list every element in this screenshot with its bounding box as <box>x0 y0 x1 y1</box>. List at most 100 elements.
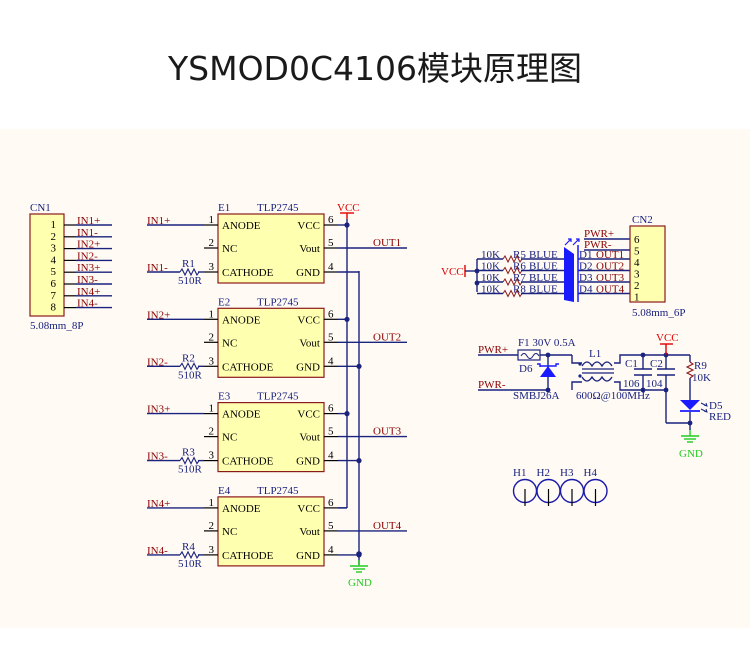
opto-pin-number: 6 <box>328 214 334 226</box>
opto-out-label: OUT1 <box>373 237 401 249</box>
opto-pin-name: ANODE <box>222 314 261 326</box>
opto-part: TLP2745 <box>257 391 299 403</box>
opto-pin-name: VCC <box>297 314 320 326</box>
cn2-pin-number: 4 <box>634 257 640 269</box>
opto-pin-name: VCC <box>297 220 320 232</box>
cn1-pin-number: 3 <box>51 243 57 255</box>
cn1-pin-number: 7 <box>51 290 57 302</box>
r9-icon <box>685 361 695 379</box>
led-resistor-ref: R6 <box>513 261 526 273</box>
opto-ref: E3 <box>218 391 231 403</box>
opto-body <box>217 213 325 284</box>
cn1-pin-number: 6 <box>51 278 57 290</box>
resistor-value: 510R <box>178 369 203 381</box>
resistor-ref: R3 <box>182 447 195 459</box>
opto-pin-number: 6 <box>328 497 334 509</box>
led-resistor-ref: R5 <box>513 249 526 261</box>
opto-pin-name: ANODE <box>222 220 261 232</box>
opto-pin-name: CATHODE <box>222 550 274 562</box>
cn2-ref: CN2 <box>632 214 653 226</box>
led-resistor-value: 10K <box>481 284 500 296</box>
mounting-hole-h3: H3 <box>559 467 585 506</box>
hole-label: H4 <box>584 467 598 479</box>
cn1-body <box>29 213 65 317</box>
power-vcc-label: VCC <box>656 332 679 344</box>
opto-power-buses: VCC GND <box>337 202 372 589</box>
gnd-label: GND <box>348 577 372 589</box>
opto-pin-name: Vout <box>299 526 320 538</box>
opto-pin-name: NC <box>222 337 237 349</box>
cn1-net-label: IN2- <box>77 250 98 262</box>
opto-in-pos-label: IN2+ <box>147 309 170 321</box>
opto-pin-name: CATHODE <box>222 267 274 279</box>
cn2-footprint: 5.08mm_6P <box>632 307 685 319</box>
opto-ref: E2 <box>218 296 230 308</box>
capacitor-c2: C2 104 <box>646 352 675 423</box>
led-ref: D2 <box>579 261 592 273</box>
page-title: YSMOD0C4106模块原理图 <box>168 49 582 88</box>
c2-value: 104 <box>646 378 663 390</box>
led-resistor-value: 10K <box>481 261 500 273</box>
tvs-ref: D6 <box>519 363 533 375</box>
cn1-footprint: 5.08mm_8P <box>30 320 83 332</box>
led-resistor-icon <box>502 289 523 298</box>
led-resistor-value: 10K <box>481 272 500 284</box>
opto-pin-number: 6 <box>328 308 334 320</box>
tvs-part: SMBJ26A <box>513 390 560 402</box>
power-gnd-symbol: GND <box>679 430 703 460</box>
cn1-pin-number: 4 <box>51 254 57 266</box>
d5-led-icon <box>680 400 700 410</box>
cn2-pin-number: 2 <box>634 280 640 292</box>
gnd-symbol: GND <box>348 560 372 589</box>
opto-pin-number: 3 <box>209 261 215 273</box>
schematic-panel <box>0 129 750 628</box>
pwr-neg-label: PWR- <box>478 379 506 391</box>
opto-pin-number: 1 <box>209 497 215 509</box>
opto-out-label: OUT2 <box>373 331 401 343</box>
led-color: BLUE <box>529 261 558 273</box>
mounting-hole-h1: H1 <box>512 467 538 506</box>
resistor-ref: R4 <box>182 541 195 553</box>
opto-pin-number: 2 <box>209 426 215 438</box>
resistor-icon <box>179 267 200 277</box>
led-resistor-icon <box>502 277 523 287</box>
pwr-pos-label: PWR+ <box>478 344 508 356</box>
hole-label: H1 <box>513 467 526 479</box>
d5-ref: D5 <box>709 400 723 412</box>
hole-label: H2 <box>537 467 550 479</box>
led-resistor-ref: R8 <box>513 284 526 296</box>
resistor-icon <box>179 362 200 371</box>
opto-pin-number: 1 <box>209 403 215 415</box>
opto-in-neg-label: IN2- <box>147 356 168 368</box>
cn2-pin-number: 3 <box>634 269 640 281</box>
opto-pin-number: 1 <box>209 308 215 320</box>
led-resistor-icon <box>502 266 523 275</box>
opto-ref: E4 <box>218 485 231 497</box>
resistor-value: 510R <box>178 464 203 476</box>
resistor-value: 510R <box>178 558 203 570</box>
led-ref: D3 <box>579 272 593 284</box>
opto-pin-name: VCC <box>297 503 320 515</box>
opto-pin-number: 4 <box>328 261 334 273</box>
opto-pin-number: 6 <box>328 403 334 415</box>
cn2-pin-number: 5 <box>634 246 640 258</box>
c1-ref: C1 <box>625 358 638 370</box>
opto-pin-name: ANODE <box>222 503 261 515</box>
resistor-ref: R1 <box>182 258 195 270</box>
d5-color: RED <box>709 411 731 423</box>
opto-pin-name: NC <box>222 526 237 538</box>
led-net-label: OUT1 <box>596 249 624 261</box>
opto-in-pos-label: IN3+ <box>147 404 170 416</box>
cn1-net-label: IN2+ <box>77 239 100 251</box>
cn1-net-label: IN3+ <box>77 262 100 274</box>
cn1-net-label: IN4- <box>77 298 98 310</box>
led-net-label: OUT2 <box>596 261 624 273</box>
opto-in-pos-label: IN4+ <box>147 498 170 510</box>
opto-in-pos-label: IN1+ <box>147 215 170 227</box>
led-color: BLUE <box>529 249 558 261</box>
opto-pin-number: 3 <box>209 450 215 462</box>
opto-out-label: OUT4 <box>373 520 402 532</box>
